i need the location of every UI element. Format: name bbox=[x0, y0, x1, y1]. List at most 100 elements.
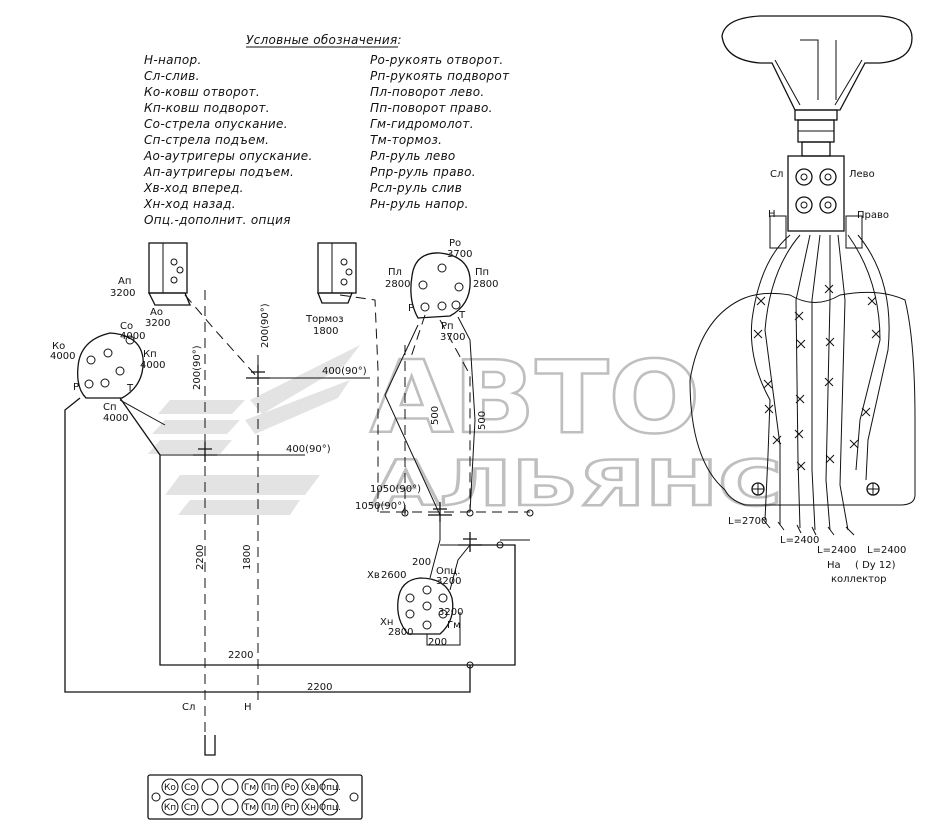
legend-item: Рл-руль лево bbox=[370, 149, 456, 163]
steering-levo: Лево bbox=[849, 169, 875, 180]
ap-label: Ап bbox=[118, 276, 131, 287]
manifold-port-label: Пл bbox=[264, 803, 277, 813]
dim-400-90-a: 400(90°) bbox=[322, 366, 367, 377]
legend-item: Н-напор. bbox=[144, 53, 202, 67]
ko-label: Ко bbox=[52, 341, 65, 352]
dim-200-90-a: 200(90°) bbox=[192, 345, 203, 390]
legend-item: Ро-рукоять отворот. bbox=[370, 53, 504, 67]
legend-item: Гм-гидромолот. bbox=[370, 117, 474, 131]
ao-length: 3200 bbox=[145, 318, 170, 329]
legend-item: Ко-ковш отворот. bbox=[144, 85, 260, 99]
legend-item: Хв-ход вперед. bbox=[143, 181, 244, 195]
manifold-port-label: Опц. bbox=[319, 803, 341, 813]
manifold-port-label: Хв bbox=[304, 783, 315, 793]
manifold-port-label: Гм bbox=[244, 783, 256, 793]
steering-n: Н bbox=[768, 209, 776, 220]
legend-item: Тм-тормоз. bbox=[370, 133, 442, 147]
ro-label: Ро bbox=[449, 238, 461, 249]
valve-bottom: Хв 2600 Опц. 3200 Хн 2800 3200 Гм 200 20… bbox=[367, 557, 463, 648]
steering-pravo: Право bbox=[857, 210, 889, 221]
valve-top: Ро 3700 Пл 2800 Пп 2800 Р Т Рп 3700 bbox=[385, 238, 498, 343]
len-200-b: 200 bbox=[428, 637, 447, 648]
dim-500-a: 500 bbox=[430, 406, 441, 425]
hose-crossmarks bbox=[753, 284, 881, 471]
opc-label: Опц. bbox=[436, 566, 460, 577]
ap-length: 3200 bbox=[110, 288, 135, 299]
manifold-port-label: Опц. bbox=[319, 783, 341, 793]
manifold-port-label: Со bbox=[184, 783, 196, 793]
kp-label: Кп bbox=[143, 349, 157, 360]
gm-length: 3200 bbox=[438, 607, 463, 618]
dimensions: 200(90°) 200(90°) 400(90°) 400(90°) 500 … bbox=[182, 303, 488, 713]
dy-label: ( Dy 12) bbox=[855, 560, 896, 571]
port-sl: Сл bbox=[182, 702, 195, 713]
dim-1050-90-b: 1050(90°) bbox=[355, 501, 406, 512]
brake-length: 1800 bbox=[313, 326, 338, 337]
legend-item: Ао-аутригеры опускание. bbox=[143, 149, 313, 163]
legend-item: Опц.-дополнит. опция bbox=[144, 213, 291, 227]
legend-right-column: Ро-рукоять отворот.Рп-рукоять подворотПл… bbox=[370, 53, 510, 211]
sp-length: 4000 bbox=[103, 413, 128, 424]
legend-item: Сп-стрела подъем. bbox=[144, 133, 269, 147]
valve-outrigger: Ап 3200 Ао 3200 bbox=[110, 242, 191, 329]
watermark: АВТО АЛЬЯНС bbox=[148, 338, 783, 521]
dim-500-b: 500 bbox=[477, 411, 488, 430]
legend-item: Рп-рукоять подворот bbox=[370, 69, 510, 83]
manifold-port bbox=[261, 798, 279, 816]
so-length: 4000 bbox=[120, 331, 145, 342]
ko-length: 4000 bbox=[50, 351, 75, 362]
brake-label: Тормоз bbox=[305, 314, 344, 325]
sp-label: Сп bbox=[103, 402, 117, 413]
legend-title: Условные обозначения: bbox=[246, 33, 402, 47]
port-n: Н bbox=[244, 702, 252, 713]
legend-item: Рсл-руль слив bbox=[370, 181, 462, 195]
length-2700: L=2700 bbox=[728, 516, 767, 527]
rp-length: 3700 bbox=[440, 332, 465, 343]
hydraulic-lines bbox=[64, 290, 534, 756]
legend: Условные обозначения: Н-напор.Сл-слив.Ко… bbox=[143, 33, 510, 227]
t-label: Т bbox=[126, 383, 134, 394]
manifold-port-label: Ро bbox=[285, 783, 296, 793]
pp-length: 2800 bbox=[473, 279, 498, 290]
t-top-label: Т bbox=[458, 310, 466, 321]
manifold-port bbox=[181, 778, 199, 796]
rp-label: Рп bbox=[441, 321, 454, 332]
manifold-port-label: Рп bbox=[284, 803, 295, 813]
pl-label: Пл bbox=[388, 267, 402, 278]
steering-sl: Сл bbox=[770, 169, 783, 180]
p-top-label: Р bbox=[408, 303, 414, 314]
manifold-port-label: Хн bbox=[304, 803, 316, 813]
manifold-port bbox=[161, 778, 179, 796]
length-2400-b: L=2400 bbox=[817, 545, 856, 556]
manifold-port-label: Сп bbox=[184, 803, 196, 813]
collector-label: коллектор bbox=[831, 574, 886, 585]
manifold-port bbox=[161, 798, 179, 816]
valve-left: Ко 4000 Со 4000 Кп 4000 Р Т Сп 4000 bbox=[50, 321, 165, 424]
dim-200-90-b: 200(90°) bbox=[260, 303, 271, 348]
legend-item: Ап-аутригеры подъем. bbox=[143, 165, 294, 179]
manifold-port bbox=[181, 798, 199, 816]
dim-1800-vertical: 1800 bbox=[242, 545, 253, 570]
legend-item: Рпр-руль право. bbox=[370, 165, 476, 179]
manifold-port-label: Ко bbox=[164, 783, 176, 793]
manifold-port bbox=[281, 778, 299, 796]
xn-length: 2800 bbox=[388, 627, 413, 638]
pl-length: 2800 bbox=[385, 279, 410, 290]
manifold-port bbox=[241, 798, 259, 816]
dim-1050-90: 1050(90°) bbox=[370, 484, 421, 495]
gm-label: Гм bbox=[447, 620, 461, 631]
legend-left-column: Н-напор.Сл-слив.Ко-ковш отворот.Кп-ковш … bbox=[143, 53, 313, 227]
dim-2200-h1: 2200 bbox=[228, 650, 253, 661]
xn-label: Хн bbox=[380, 617, 393, 628]
manifold-port bbox=[221, 778, 239, 796]
pp-label: Пп bbox=[475, 267, 489, 278]
kp-length: 4000 bbox=[140, 360, 165, 371]
xv-length: 2600 bbox=[381, 570, 406, 581]
steering-unit: Сл Лево Н Право L=2700 L=2400 L=2400 L=2… bbox=[689, 15, 916, 585]
so-label: Со bbox=[120, 321, 133, 332]
xv-label: Хв bbox=[367, 570, 380, 581]
